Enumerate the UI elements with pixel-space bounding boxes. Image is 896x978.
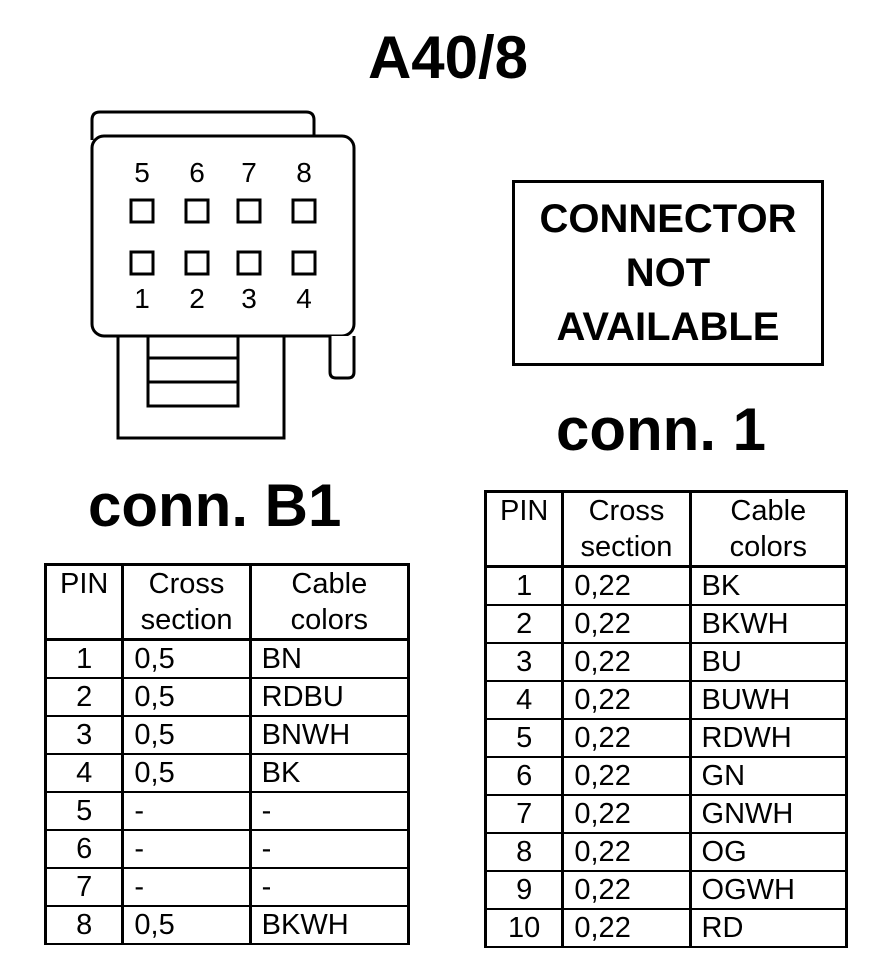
- pin-number: 5: [134, 157, 150, 188]
- pin-cell: 1: [483, 565, 565, 606]
- pin-cell: 9: [483, 870, 565, 910]
- pin-cell: 10: [483, 908, 565, 948]
- table-row: 5--: [43, 791, 411, 831]
- cross-section-cell: 0,5: [121, 677, 252, 717]
- cross-section-cell: 0,22: [561, 794, 692, 834]
- cross-section-cell: 0,22: [561, 832, 692, 872]
- cross-section-cell: -: [121, 791, 252, 831]
- cross-section-cell: 0,22: [561, 642, 692, 682]
- cross-section-cell: 0,22: [561, 908, 692, 948]
- pin-cell: 3: [43, 715, 125, 755]
- pin-squares: [129, 198, 317, 276]
- pin-cell: 7: [43, 867, 125, 907]
- cross-section-cell: 0,5: [121, 715, 252, 755]
- cable-color-cell: BK: [248, 753, 411, 793]
- cable-color-cell: RDWH: [688, 718, 849, 758]
- cable-color-cell: -: [248, 867, 411, 907]
- table-row: 7--: [43, 867, 411, 907]
- cross-section-cell: 0,22: [561, 565, 692, 606]
- pin-number: 4: [296, 283, 312, 314]
- pin-number: 8: [296, 157, 312, 188]
- cross-section-cell: 0,22: [561, 756, 692, 796]
- cable-color-cell: BN: [248, 638, 411, 679]
- cross-section-cell: 0,22: [561, 718, 692, 758]
- cross-section-cell: 0,5: [121, 638, 252, 679]
- cross-section-cell: 0,22: [561, 870, 692, 910]
- table-row: 6--: [43, 829, 411, 869]
- pin-number: 7: [241, 157, 257, 188]
- pin-number: 1: [134, 283, 150, 314]
- pin-cell: 5: [43, 791, 125, 831]
- cable-color-cell: OGWH: [688, 870, 849, 910]
- pin-number: 3: [241, 283, 257, 314]
- cross-section-cell: -: [121, 829, 252, 869]
- cable-color-cell: BK: [688, 565, 849, 606]
- cable-color-cell: OG: [688, 832, 849, 872]
- pin-cell: 4: [483, 680, 565, 720]
- connector-b1-drawing: 5 6 7 8 1 2 3 4: [90, 110, 356, 440]
- na-line: NOT: [625, 251, 711, 295]
- na-line: AVAILABLE: [556, 305, 780, 349]
- pin-cell: 8: [483, 832, 565, 872]
- pin-cell: 4: [43, 753, 125, 793]
- cross-section-cell: 0,5: [121, 753, 252, 793]
- pin-cell: 7: [483, 794, 565, 834]
- connector-not-available-box: CONNECTOR NOT AVAILABLE: [512, 180, 824, 366]
- cable-color-cell: BKWH: [248, 905, 411, 945]
- cable-color-cell: BNWH: [248, 715, 411, 755]
- header-pin: PIN: [43, 563, 125, 641]
- connector-1-label: conn. 1: [556, 396, 767, 463]
- cable-color-cell: BU: [688, 642, 849, 682]
- cross-section-cell: 0,22: [561, 680, 692, 720]
- header-pin: PIN: [483, 490, 565, 568]
- cross-section-cell: 0,5: [121, 905, 252, 945]
- cable-color-cell: RD: [688, 908, 849, 948]
- cable-color-cell: BUWH: [688, 680, 849, 720]
- pin-cell: 6: [43, 829, 125, 869]
- connector-b1-label: conn. B1: [88, 472, 342, 539]
- cable-color-cell: GN: [688, 756, 849, 796]
- pin-cell: 6: [483, 756, 565, 796]
- pin-number: 6: [189, 157, 205, 188]
- cable-color-cell: RDBU: [248, 677, 411, 717]
- pin-cell: 3: [483, 642, 565, 682]
- pin-cell: 2: [43, 677, 125, 717]
- cable-color-cell: -: [248, 829, 411, 869]
- pin-cell: 1: [43, 638, 125, 679]
- cross-section-cell: -: [121, 867, 252, 907]
- diagram-title: A40/8: [367, 24, 529, 91]
- pin-cell: 2: [483, 604, 565, 644]
- cable-color-cell: -: [248, 791, 411, 831]
- cable-color-cell: GNWH: [688, 794, 849, 834]
- pin-cell: 5: [483, 718, 565, 758]
- cross-section-cell: 0,22: [561, 604, 692, 644]
- cable-color-cell: BKWH: [688, 604, 849, 644]
- pin-number: 2: [189, 283, 205, 314]
- na-line: CONNECTOR: [539, 197, 797, 241]
- pin-cell: 8: [43, 905, 125, 945]
